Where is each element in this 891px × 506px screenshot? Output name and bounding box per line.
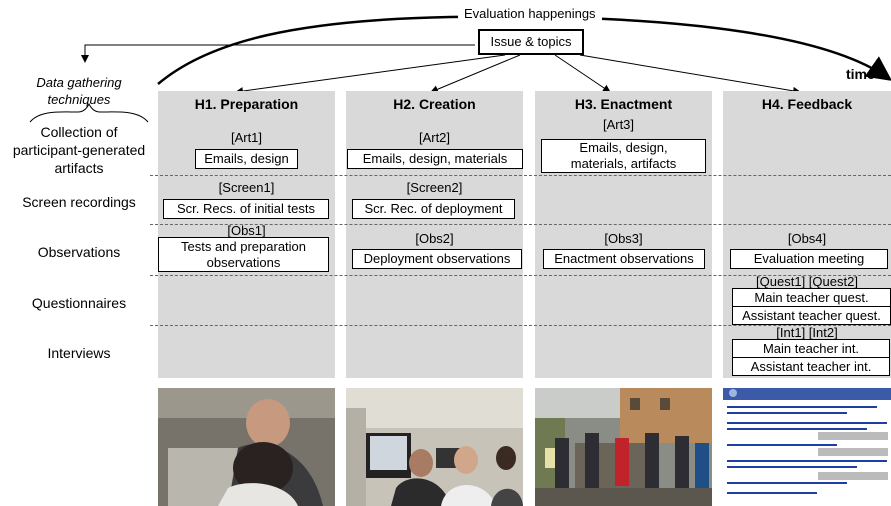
tag-quest: [Quest1] [Quest2] [756, 274, 858, 289]
column-h4 [723, 91, 891, 378]
tag-obs2: [Obs2] [415, 231, 454, 246]
tag-obs4: [Obs4] [787, 231, 827, 246]
column-title-h2: H2. Creation [393, 96, 476, 112]
box-quest2: Assistant teacher quest. [732, 306, 891, 325]
column-h1 [158, 91, 335, 378]
photo-enactment [535, 388, 712, 506]
row-label-screen: Screen recordings [22, 194, 136, 210]
box-art1: Emails, design [195, 149, 298, 169]
row-label-artifacts-2: participant-generated [12, 142, 146, 158]
tag-int: [Int1] [Int2] [776, 325, 838, 340]
row-label-interviews: Interviews [47, 345, 111, 361]
row-divider [150, 325, 891, 326]
row-divider [150, 275, 891, 276]
box-obs2: Deployment observations [352, 249, 522, 269]
column-title-h1: H1. Preparation [194, 96, 299, 112]
column-title-h3: H3. Enactment [574, 96, 673, 112]
photo-preparation [158, 388, 335, 506]
techniques-label-line2: techniques [47, 92, 111, 107]
tag-art2: [Art2] [418, 130, 451, 145]
tag-art3: [Art3] [602, 117, 635, 132]
tag-obs1: [Obs1] [227, 223, 266, 238]
row-label-observations: Observations [37, 244, 121, 260]
tag-art1: [Art1] [230, 130, 263, 145]
techniques-label-line1: Data gathering [36, 75, 122, 90]
box-screen2: Scr. Rec. of deployment [352, 199, 515, 219]
box-art2: Emails, design, materials [347, 149, 523, 169]
row-divider [150, 224, 891, 225]
row-label-artifacts-1: Collection of [40, 124, 118, 140]
box-obs1-line1: Tests and preparation [180, 238, 307, 254]
box-art3-line1: Emails, design, [579, 140, 668, 155]
row-label-artifacts-3: artifacts [54, 160, 104, 176]
row-label-questionnaires: Questionnaires [31, 295, 127, 311]
box-obs4: Evaluation meeting [730, 249, 888, 269]
box-int2: Assistant teacher int. [732, 357, 890, 376]
photo-creation [346, 388, 523, 506]
tag-screen2: [Screen2] [406, 180, 463, 195]
tag-screen1: [Screen1] [218, 180, 275, 195]
box-obs3: Enactment observations [543, 249, 705, 269]
issue-topics-box: Issue & topics [478, 29, 584, 55]
column-h2 [346, 91, 523, 378]
tag-obs3: [Obs3] [604, 231, 643, 246]
box-obs1: Tests and preparation observations [158, 237, 329, 272]
column-h3 [535, 91, 712, 378]
row-divider [150, 175, 891, 176]
box-art3-line2: materials, artifacts [570, 156, 677, 171]
photo-enactment-drawing [535, 388, 712, 506]
photo-preparation-drawing [158, 388, 335, 506]
column-title-h4: H4. Feedback [761, 96, 853, 112]
evaluation-happenings-label: Evaluation happenings [458, 6, 602, 21]
photo-feedback-drawing [723, 388, 891, 506]
box-int1: Main teacher int. [732, 339, 890, 358]
photo-creation-drawing [346, 388, 523, 506]
box-art3: Emails, design, materials, artifacts [541, 139, 706, 173]
box-quest1: Main teacher quest. [732, 288, 891, 307]
box-screen1: Scr. Recs. of initial tests [163, 199, 329, 219]
photo-feedback-form [723, 388, 891, 506]
time-label: time [846, 66, 875, 82]
box-obs1-line2: observations [206, 254, 281, 270]
